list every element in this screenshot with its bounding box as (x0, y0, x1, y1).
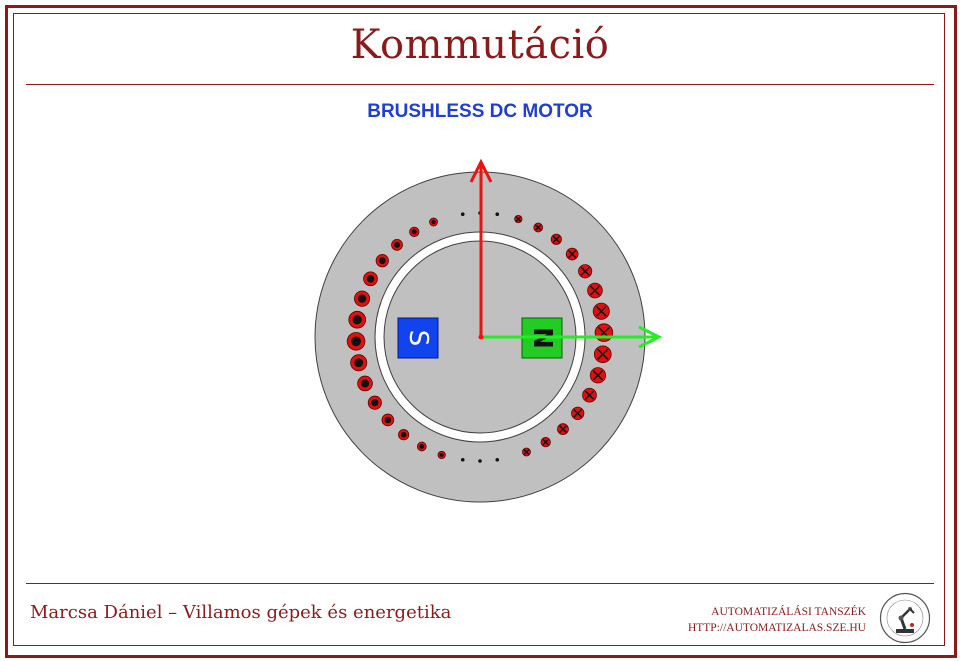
title-divider (26, 84, 934, 85)
department-logo-icon (879, 592, 931, 644)
conductor-dot (437, 450, 446, 460)
conductor-dot (357, 375, 373, 392)
conductor-dot (416, 441, 427, 452)
conductor-cross (594, 323, 614, 342)
footer-divider (26, 583, 934, 584)
slide-title: Kommutáció (350, 22, 610, 68)
conductor-marker (495, 457, 500, 462)
pole-s: S (397, 317, 439, 359)
conductor-marker (478, 459, 482, 463)
conductor-cross (557, 423, 569, 436)
conductor-dot (367, 395, 382, 410)
conductor-cross (514, 214, 523, 224)
conductor-cross (571, 406, 585, 420)
conductor-cross (533, 222, 544, 233)
conductor-dot (353, 290, 371, 307)
conductor-marker (460, 212, 465, 217)
slide-frame-inner (13, 13, 945, 646)
conductor-cross (587, 282, 603, 299)
arrow-origin (478, 334, 484, 340)
conductor-dot (429, 217, 438, 227)
footer-url[interactable]: HTTP://AUTOMATIZALAS.SZE.HU (687, 622, 866, 634)
footer-author: Marcsa Dániel – Villamos gépek és energe… (30, 602, 452, 623)
conductor-cross (582, 387, 597, 403)
conductor-dot (391, 238, 403, 251)
slide-frame-outer (5, 5, 957, 658)
conductor-cross (592, 302, 610, 320)
conductor-dot (346, 332, 366, 351)
pole-s-label: S (403, 330, 433, 347)
stator-conductors (346, 211, 614, 463)
conductor-cross (578, 264, 593, 279)
conductor-cross (593, 345, 612, 364)
conductor-cross (589, 367, 607, 384)
conductor-cross (522, 447, 531, 457)
conductor-dot (348, 310, 367, 329)
conductor-cross (540, 437, 551, 448)
conductor-cross (550, 233, 562, 245)
stator-field-arrow (469, 158, 493, 337)
conductor-dot (375, 254, 389, 268)
footer-department: AUTOMATIZÁLÁSI TANSZÉK (711, 606, 866, 618)
conductor-dot (381, 413, 395, 427)
conductor-marker (495, 212, 500, 217)
conductor-dot (409, 226, 420, 237)
conductor-cross (565, 247, 579, 261)
diagram-title: BRUSHLESS DC MOTOR (367, 101, 593, 122)
conductor-dot (398, 429, 410, 441)
conductor-dot (350, 354, 368, 372)
rotor-field-arrow (481, 325, 663, 349)
conductor-marker (460, 457, 465, 462)
conductor-dot (363, 271, 378, 287)
